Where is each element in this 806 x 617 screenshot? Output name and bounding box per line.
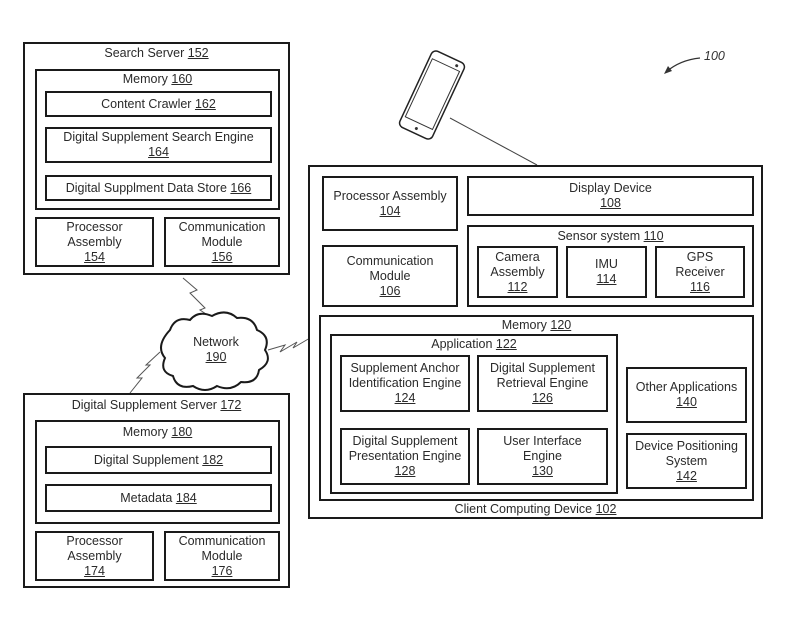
- client-memory-title: Memory 120: [501, 318, 572, 332]
- ui-engine-box: User Interface Engine 130: [477, 428, 608, 485]
- search-server-title: Search Server 152: [104, 46, 209, 60]
- ds-processor-box: Processor Assembly 174: [35, 531, 154, 581]
- ds-comm-box: Communication Module 176: [164, 531, 280, 581]
- client-device-title: Client Computing Device 102: [454, 502, 617, 516]
- client-processor-box: Processor Assembly 104: [322, 176, 458, 231]
- search-server-box: Search Server 152 Memory 160 Content Cra…: [23, 42, 290, 275]
- network-name: Network: [193, 335, 239, 349]
- arrowhead-icon: [664, 66, 672, 74]
- client-comm-box: Communication Module 106: [322, 245, 458, 307]
- camera-assembly-box: Camera Assembly 112: [477, 246, 558, 298]
- search-memory-title: Memory 160: [122, 72, 193, 86]
- wireless-link-search-network: [182, 277, 213, 319]
- anchor-engine-box: Supplement Anchor Identification Engine …: [340, 355, 470, 412]
- client-device-box: Processor Assembly 104 Display Device 10…: [308, 165, 763, 519]
- data-store-box: Digital Supplment Data Store 166: [45, 175, 272, 201]
- presentation-engine-box: Digital Supplement Presentation Engine 1…: [340, 428, 470, 485]
- device-positioning-box: Device Positioning System 142: [626, 433, 747, 489]
- client-memory-box: Memory 120 Application 122 Supplement An…: [319, 315, 754, 501]
- sensor-system-box: Sensor system 110 Camera Assembly 112 IM…: [467, 225, 754, 307]
- imu-box: IMU 114: [566, 246, 647, 298]
- ds-memory-title: Memory 180: [122, 425, 193, 439]
- digital-supplement-box: Digital Supplement 182: [45, 446, 272, 474]
- wireless-link-network-client: [267, 337, 311, 353]
- mobile-phone-icon: [398, 50, 466, 140]
- retrieval-engine-box: Digital Supplement Retrieval Engine 126: [477, 355, 608, 412]
- network-number: 190: [205, 350, 227, 364]
- search-memory-box: Memory 160 Content Crawler 162 Digital S…: [35, 69, 280, 210]
- sensor-system-title: Sensor system 110: [557, 229, 664, 243]
- application-box: Application 122 Supplement Anchor Identi…: [330, 334, 618, 494]
- ds-server-title: Digital Supplement Server 172: [71, 398, 242, 412]
- display-device-box: Display Device 108: [467, 176, 754, 216]
- figure-reference-number: 100: [704, 49, 725, 63]
- gps-receiver-box: GPS Receiver 116: [655, 246, 745, 298]
- phone-connector-line: [449, 117, 538, 166]
- wireless-link-network-ds: [129, 351, 161, 394]
- network-label: Network 190: [185, 332, 247, 368]
- application-title: Application 122: [431, 337, 517, 351]
- metadata-box: Metadata 184: [45, 484, 272, 512]
- search-engine-box: Digital Supplement Search Engine 164: [45, 127, 272, 163]
- ds-server-box: Digital Supplement Server 172 Memory 180…: [23, 393, 290, 588]
- content-crawler-box: Content Crawler 162: [45, 91, 272, 117]
- network-cloud-icon: [160, 311, 269, 391]
- ds-memory-box: Memory 180 Digital Supplement 182 Metada…: [35, 420, 280, 524]
- search-processor-box: Processor Assembly 154: [35, 217, 154, 267]
- other-applications-box: Other Applications 140: [626, 367, 747, 423]
- search-comm-box: Communication Module 156: [164, 217, 280, 267]
